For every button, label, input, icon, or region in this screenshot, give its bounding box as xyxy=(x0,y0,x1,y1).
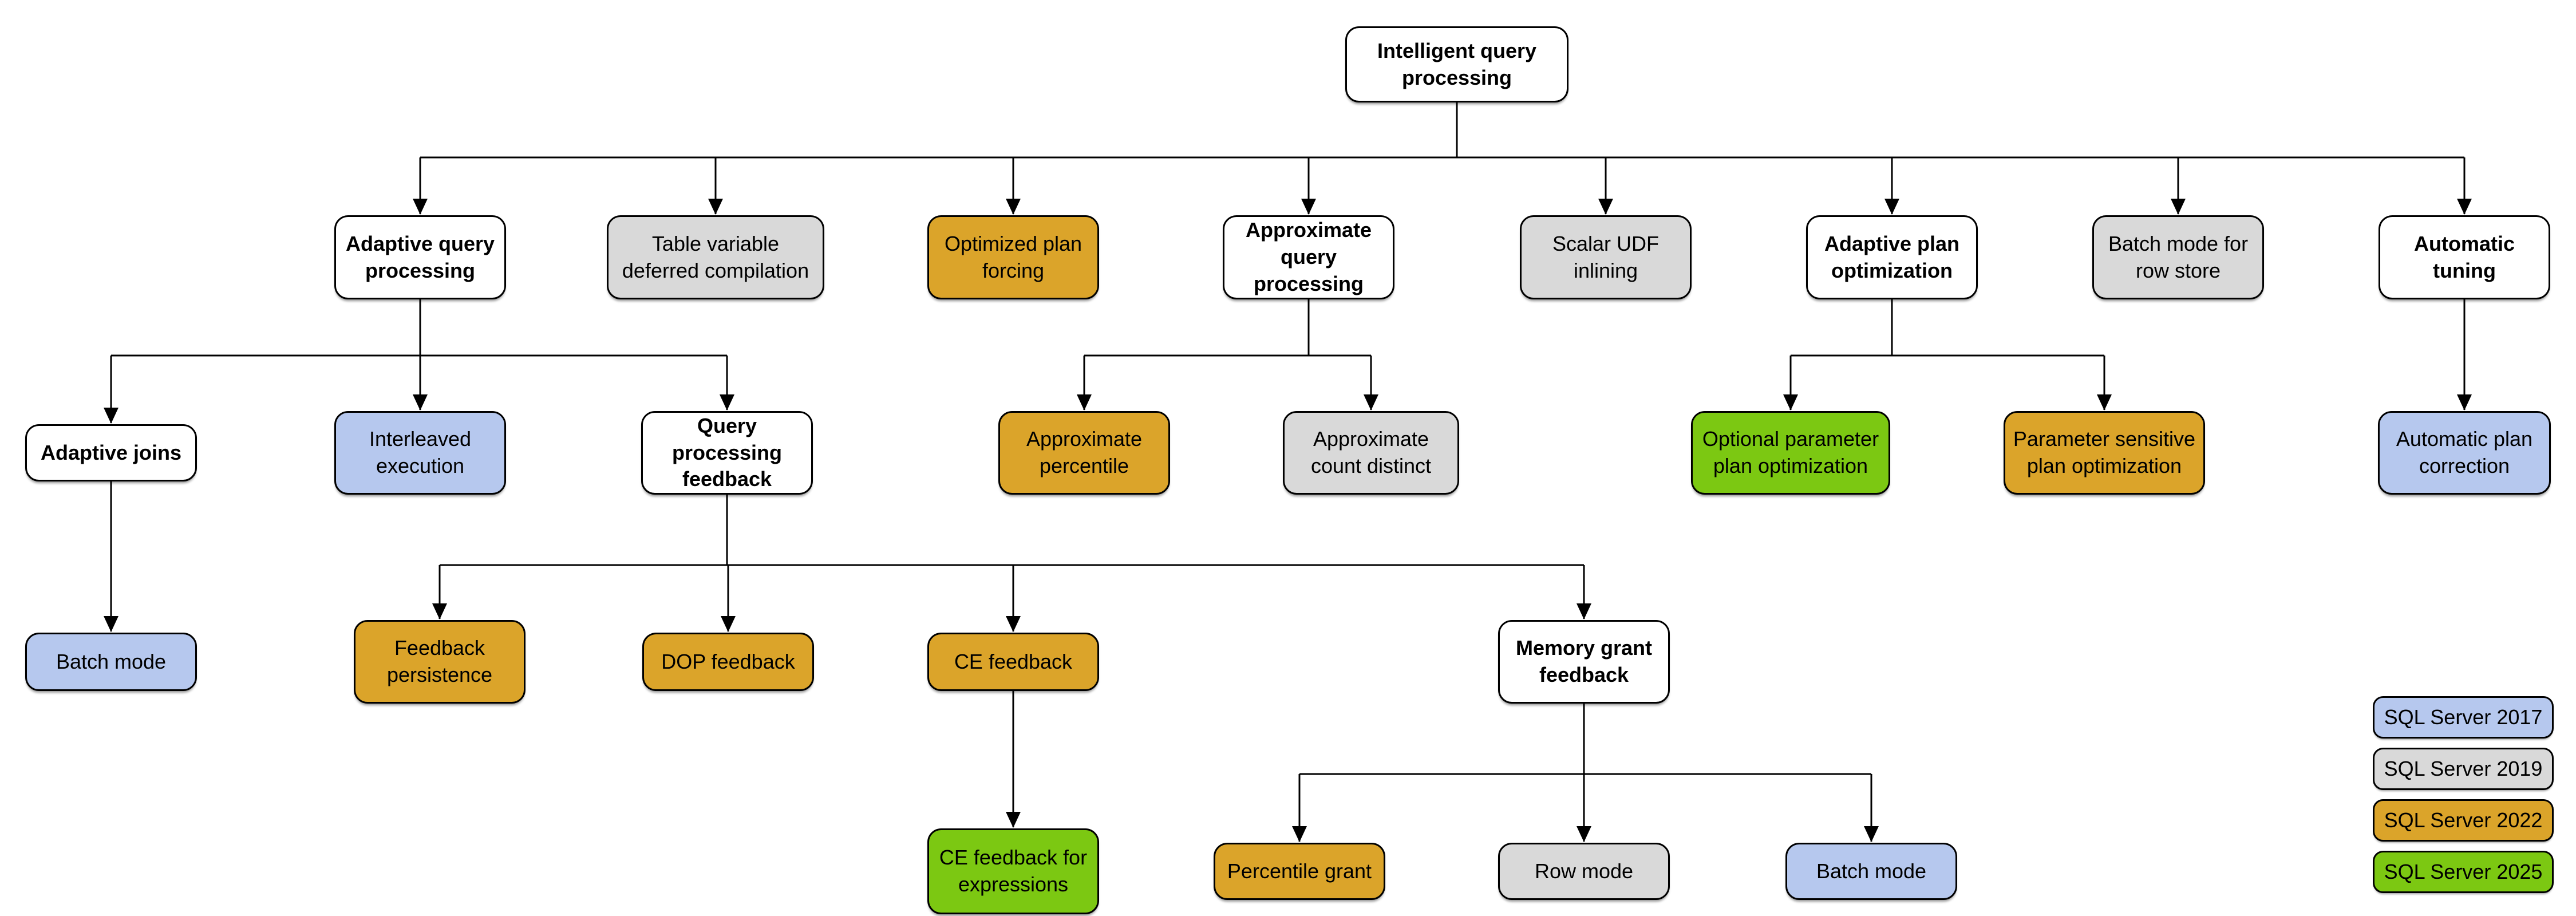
node-label: Interleaved execution xyxy=(369,427,472,477)
legend-label: SQL Server 2022 xyxy=(2384,808,2543,832)
node-label: Optional parameter plan optimization xyxy=(1702,427,1879,477)
node-label: Approximate percentile xyxy=(1026,427,1143,477)
node-label: Adaptive joins xyxy=(40,440,182,464)
node-automatic-tuning: Automatic tuning xyxy=(2379,215,2550,299)
node-approximate-query-processing: Approximate query processing xyxy=(1223,215,1394,299)
node-optimized-plan-forcing: Optimized plan forcing xyxy=(927,215,1099,299)
node-batch-mode-adaptive-joins: Batch mode xyxy=(25,633,197,691)
node-label: Batch mode xyxy=(56,649,167,673)
node-label: Batch mode for row store xyxy=(2108,231,2249,282)
legend-label: SQL Server 2017 xyxy=(2384,705,2543,729)
node-label: CE feedback xyxy=(954,649,1073,673)
node-intelligent-query-processing: Intelligent query processing xyxy=(1345,26,1568,102)
node-label: Approximate query processing xyxy=(1245,218,1372,295)
node-label: Query processing feedback xyxy=(671,413,783,491)
node-label: Batch mode xyxy=(1816,859,1927,883)
node-label: Adaptive plan optimization xyxy=(1824,231,1960,282)
legend-label: SQL Server 2025 xyxy=(2384,860,2543,883)
node-label: Intelligent query processing xyxy=(1377,38,1537,89)
node-adaptive-joins: Adaptive joins xyxy=(25,424,197,481)
node-table-variable-deferred-compilation: Table variable deferred compilation xyxy=(607,215,824,299)
node-feedback-persistence: Feedback persistence xyxy=(354,620,526,704)
node-row-mode: Row mode xyxy=(1498,843,1670,900)
node-label: Table variable deferred compilation xyxy=(622,231,809,282)
node-ce-feedback-for-expressions: CE feedback for expressions xyxy=(927,828,1099,914)
node-memory-grant-feedback: Memory grant feedback xyxy=(1498,620,1670,704)
node-label: Automatic tuning xyxy=(2413,231,2515,282)
node-label: Memory grant feedback xyxy=(1515,636,1653,686)
node-label: Parameter sensitive plan optimization xyxy=(2013,427,2196,477)
node-adaptive-query-processing: Adaptive query processing xyxy=(334,215,506,299)
node-label: DOP feedback xyxy=(661,649,795,673)
node-label: CE feedback for expressions xyxy=(939,846,1088,896)
node-approximate-percentile: Approximate percentile xyxy=(998,411,1170,495)
node-ce-feedback: CE feedback xyxy=(927,633,1099,691)
node-label: Automatic plan correction xyxy=(2396,427,2533,477)
node-adaptive-plan-optimization: Adaptive plan optimization xyxy=(1806,215,1978,299)
node-label: Adaptive query processing xyxy=(345,231,495,282)
node-batch-mode-for-row-store: Batch mode for row store xyxy=(2092,215,2264,299)
legend-item-sql-server-2017: SQL Server 2017 xyxy=(2373,696,2554,739)
node-optional-parameter-plan-optimization: Optional parameter plan optimization xyxy=(1691,411,1890,495)
node-batch-mode-memory-grant: Batch mode xyxy=(1785,843,1957,900)
node-parameter-sensitive-plan-optimization: Parameter sensitive plan optimization xyxy=(2004,411,2205,495)
node-interleaved-execution: Interleaved execution xyxy=(334,411,506,495)
node-label: Percentile grant xyxy=(1227,859,1372,883)
node-automatic-plan-correction: Automatic plan correction xyxy=(2378,411,2551,495)
node-approximate-count-distinct: Approximate count distinct xyxy=(1283,411,1459,495)
node-percentile-grant: Percentile grant xyxy=(1214,843,1385,900)
node-label: Optimized plan forcing xyxy=(944,231,1082,282)
legend-item-sql-server-2019: SQL Server 2019 xyxy=(2373,748,2554,790)
node-dop-feedback: DOP feedback xyxy=(642,633,814,691)
node-scalar-udf-inlining: Scalar UDF inlining xyxy=(1520,215,1692,299)
legend-label: SQL Server 2019 xyxy=(2384,757,2543,780)
legend-item-sql-server-2025: SQL Server 2025 xyxy=(2373,851,2554,893)
legend-item-sql-server-2022: SQL Server 2022 xyxy=(2373,799,2554,842)
node-label: Approximate count distinct xyxy=(1310,427,1432,477)
node-label: Row mode xyxy=(1534,859,1634,883)
node-query-processing-feedback: Query processing feedback xyxy=(641,411,813,495)
node-label: Scalar UDF inlining xyxy=(1552,231,1660,282)
node-label: Feedback persistence xyxy=(386,636,493,686)
